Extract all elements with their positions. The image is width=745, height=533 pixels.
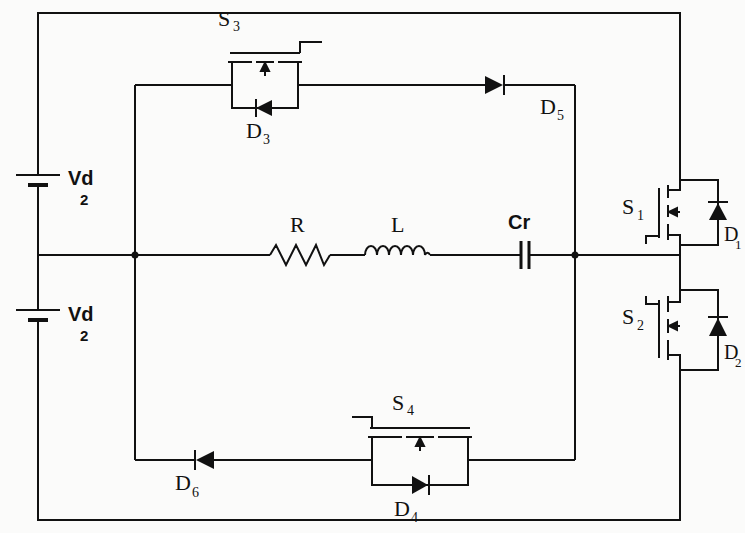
wire xyxy=(298,84,485,86)
label-subscript: 5 xyxy=(557,109,564,123)
diode-symbol xyxy=(372,460,468,495)
junction-dot xyxy=(133,253,138,258)
diode-symbol xyxy=(195,450,214,470)
inductor-label: L xyxy=(391,214,404,236)
capacitor-plate xyxy=(520,241,523,269)
half-bridge-junction xyxy=(679,245,681,290)
battery-plate xyxy=(16,174,60,176)
label-subscript: 1 xyxy=(735,238,742,251)
label-subscript: 4 xyxy=(407,404,414,418)
mosfet-symbol xyxy=(646,290,680,370)
capacitor-label: Cr xyxy=(508,212,530,232)
diode-symbol xyxy=(485,75,504,95)
diode-label: D xyxy=(394,498,410,520)
mosfet-symbol xyxy=(646,180,680,245)
mid-wire xyxy=(38,254,270,256)
label-subscript: 3 xyxy=(263,133,270,147)
diode-label: D xyxy=(246,120,262,142)
capacitor-plate xyxy=(528,241,531,269)
switch-label: S xyxy=(622,306,634,328)
mid-wire xyxy=(430,254,521,256)
mid-wire xyxy=(330,254,365,256)
diode-symbol xyxy=(680,180,728,245)
aux-left-wire xyxy=(134,85,136,460)
label-subscript: 3 xyxy=(233,20,240,34)
label-subscript: 4 xyxy=(411,511,418,525)
diode-symbol xyxy=(232,85,298,117)
junction-dot xyxy=(573,253,578,258)
voltage-divisor: 2 xyxy=(80,328,88,343)
voltage-label: Vd xyxy=(68,304,94,324)
switch-label: S xyxy=(392,392,404,414)
battery-mid-wire xyxy=(37,185,39,310)
mid-wire xyxy=(529,254,680,256)
label-subscript: 2 xyxy=(637,319,644,333)
resistor-label: R xyxy=(290,214,305,236)
wire xyxy=(503,84,575,86)
battery-plate xyxy=(28,318,48,322)
wire xyxy=(135,84,232,86)
wire xyxy=(468,459,575,461)
switch-label: S xyxy=(622,196,634,218)
battery-plate xyxy=(28,183,48,187)
aux-right-wire xyxy=(574,85,576,460)
label-subscript: 2 xyxy=(735,356,742,369)
wire xyxy=(214,459,372,461)
mosfet-symbol xyxy=(228,42,322,85)
battery-plate xyxy=(16,309,60,311)
inductor-symbol xyxy=(365,246,430,255)
diode-symbol xyxy=(680,290,728,370)
diode-label: D xyxy=(540,96,556,118)
wire xyxy=(135,459,196,461)
voltage-label: Vd xyxy=(68,168,94,188)
diode-label: D xyxy=(175,472,191,494)
resistor-symbol xyxy=(270,245,330,265)
mosfet-symbol xyxy=(352,417,472,460)
switch-label: S xyxy=(218,8,230,30)
label-subscript: 6 xyxy=(192,486,199,500)
label-subscript: 1 xyxy=(637,209,644,223)
voltage-divisor: 2 xyxy=(80,192,88,207)
